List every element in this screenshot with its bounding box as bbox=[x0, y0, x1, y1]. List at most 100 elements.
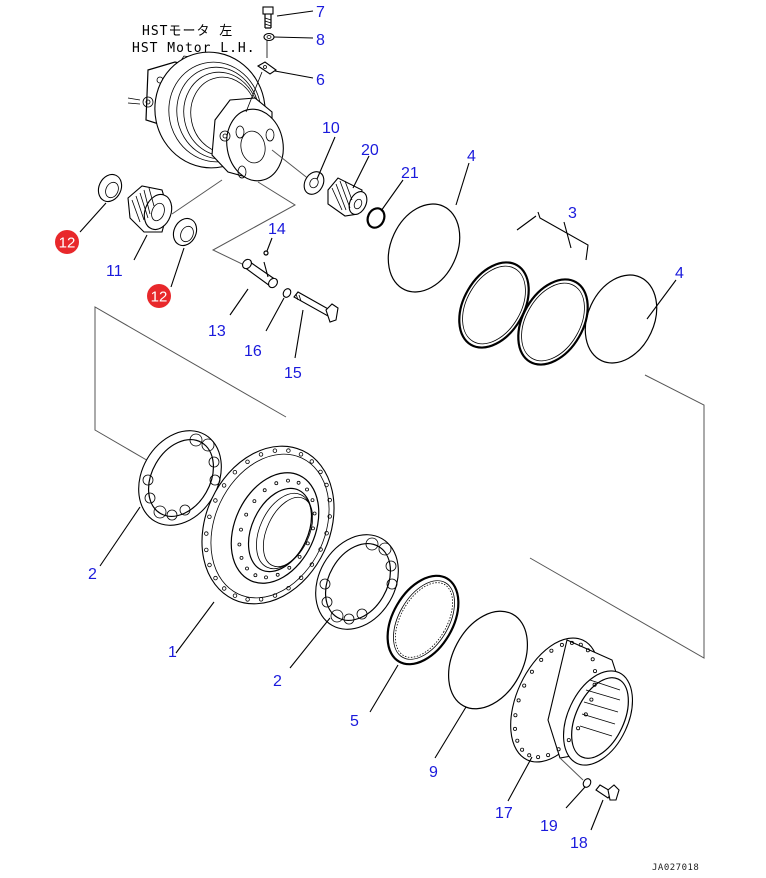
part-3-seal-b[interactable] bbox=[504, 267, 602, 377]
callout-18[interactable]: 18 bbox=[570, 835, 588, 852]
bolt-hole bbox=[569, 640, 574, 645]
part-9-oring[interactable] bbox=[433, 598, 544, 723]
bolt-hole bbox=[583, 712, 588, 717]
bolt-hole bbox=[204, 531, 209, 536]
assembly-bracket-left bbox=[94, 306, 287, 463]
part-12-bearing-right[interactable] bbox=[169, 215, 201, 250]
callout-14[interactable]: 14 bbox=[268, 221, 286, 238]
callout-7[interactable]: 7 bbox=[316, 4, 325, 21]
bolt-hole bbox=[593, 669, 598, 674]
callout-20[interactable]: 20 bbox=[361, 142, 379, 159]
bolt-hole bbox=[513, 713, 518, 718]
bolt-hole bbox=[516, 698, 521, 703]
bolt-hole bbox=[262, 488, 267, 493]
badge-12-left[interactable]: 12 bbox=[55, 230, 79, 254]
callout-16[interactable]: 16 bbox=[244, 343, 262, 360]
callout-11[interactable]: 11 bbox=[106, 263, 123, 280]
callout-9[interactable]: 9 bbox=[429, 764, 438, 781]
part-4-oring-lower[interactable] bbox=[572, 263, 671, 374]
bolt-hole bbox=[310, 498, 315, 503]
part-14-ball[interactable] bbox=[263, 250, 269, 256]
callout-5[interactable]: 5 bbox=[350, 713, 359, 730]
bolt-hole bbox=[324, 482, 329, 488]
callout-2-upper[interactable]: 2 bbox=[88, 566, 97, 583]
bolt-hole bbox=[327, 497, 332, 503]
bolt-hole bbox=[592, 682, 597, 687]
bolt-hole bbox=[221, 586, 227, 591]
bolt-hole bbox=[275, 572, 280, 577]
bolt-hole bbox=[298, 452, 304, 457]
hst-motor-drawing[interactable] bbox=[127, 42, 289, 185]
assembly-bracket-right bbox=[529, 374, 705, 659]
bolt-hole bbox=[309, 562, 315, 567]
bolt-hole bbox=[549, 648, 554, 653]
bolt-hole bbox=[221, 483, 227, 488]
part-17-drum[interactable] bbox=[493, 624, 647, 776]
part-12-bearing-left[interactable] bbox=[94, 171, 126, 206]
bolt-hole bbox=[213, 575, 218, 581]
part-1-hub[interactable] bbox=[177, 424, 359, 625]
part-4-oring-upper[interactable] bbox=[375, 192, 474, 303]
part-18-bolt[interactable] bbox=[595, 784, 620, 801]
bolt-hole bbox=[245, 459, 250, 464]
bolt-hole bbox=[298, 575, 304, 580]
part-5-ring[interactable] bbox=[373, 563, 473, 676]
bolt-hole bbox=[327, 514, 332, 519]
bolt-hole bbox=[546, 753, 551, 758]
callout-19[interactable]: 19 bbox=[540, 818, 558, 835]
bolt-hole bbox=[253, 573, 258, 578]
callout-15[interactable]: 15 bbox=[284, 365, 302, 382]
callout-4-lower[interactable]: 4 bbox=[675, 265, 684, 282]
bolt-hole bbox=[311, 526, 315, 531]
part-20-spline-coupling[interactable] bbox=[327, 177, 370, 217]
callout-21[interactable]: 21 bbox=[401, 165, 419, 182]
part-6-plate[interactable] bbox=[245, 40, 277, 113]
callout-8[interactable]: 8 bbox=[316, 32, 325, 49]
bolt-hole bbox=[318, 547, 323, 552]
part-8-washer[interactable] bbox=[263, 32, 275, 42]
badge-12-label: 12 bbox=[151, 289, 168, 306]
bolt-hole bbox=[258, 597, 264, 602]
bolt-hole bbox=[264, 575, 268, 580]
callout-3[interactable]: 3 bbox=[568, 205, 577, 222]
bolt-hole bbox=[318, 469, 323, 475]
callout-17[interactable]: 17 bbox=[495, 805, 513, 822]
bolt-hole bbox=[536, 755, 541, 760]
part-13-pin[interactable] bbox=[241, 258, 280, 290]
bolt-hole bbox=[204, 547, 209, 553]
bolt-hole bbox=[559, 642, 564, 647]
bolt-hole bbox=[522, 683, 527, 688]
part-7-bolt[interactable] bbox=[262, 6, 274, 29]
callout-4-upper[interactable]: 4 bbox=[467, 148, 476, 165]
callout-2-lower[interactable]: 2 bbox=[273, 673, 282, 690]
badge-circle bbox=[147, 284, 171, 308]
bolt-hole bbox=[305, 541, 310, 546]
bolt-hole bbox=[245, 597, 250, 602]
part-10-nut[interactable] bbox=[300, 168, 328, 198]
bolt-hole bbox=[324, 531, 329, 536]
part-15-bolt[interactable] bbox=[293, 291, 339, 323]
callout-6[interactable]: 6 bbox=[316, 72, 325, 89]
bolt-hole bbox=[566, 738, 571, 743]
drawing-code: JA027018 bbox=[652, 863, 699, 873]
leader-lines bbox=[79, 10, 677, 831]
bolt-hole bbox=[213, 498, 218, 503]
part-19-washer[interactable] bbox=[582, 777, 593, 788]
part-21-snap-ring[interactable] bbox=[365, 206, 388, 231]
bolt-hole bbox=[589, 697, 594, 702]
bolt-hole bbox=[513, 726, 518, 731]
bolt-hole bbox=[252, 499, 257, 504]
bolt-hole bbox=[258, 452, 264, 457]
part-11-gear[interactable] bbox=[127, 185, 176, 233]
callout-13[interactable]: 13 bbox=[208, 323, 226, 340]
part-2-bearing-b[interactable] bbox=[299, 520, 415, 645]
bolt-hole bbox=[232, 470, 238, 475]
callout-10[interactable]: 10 bbox=[322, 120, 340, 137]
bolt-hole bbox=[239, 527, 243, 532]
assembly-bracket-pin bbox=[211, 181, 296, 276]
part-16-washer[interactable] bbox=[282, 287, 293, 298]
bolt-hole bbox=[272, 448, 278, 453]
callout-1[interactable]: 1 bbox=[168, 644, 177, 661]
badge-12-right[interactable]: 12 bbox=[147, 284, 171, 308]
